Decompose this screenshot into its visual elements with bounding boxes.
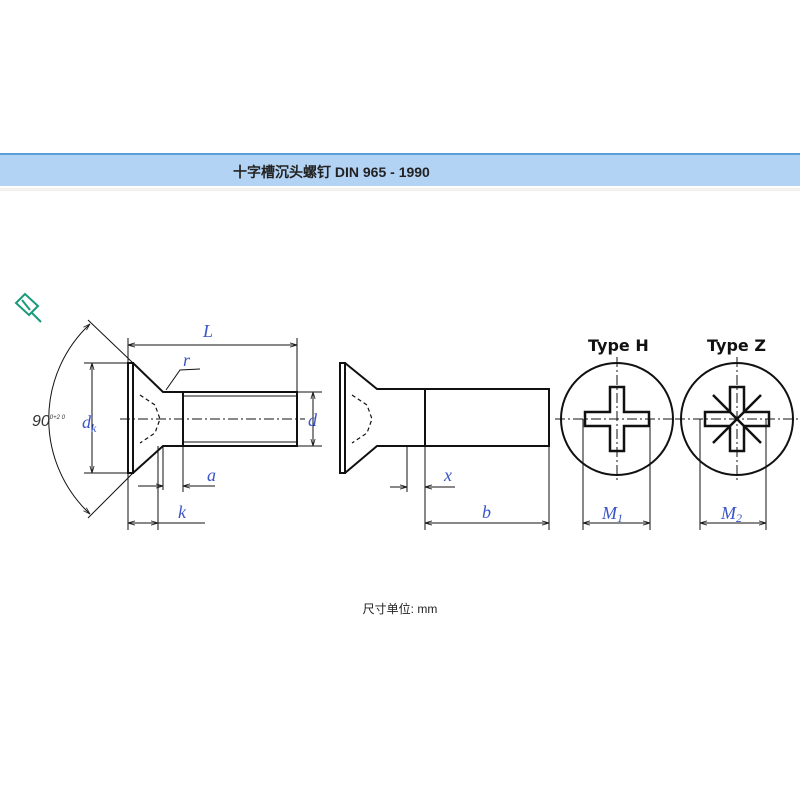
label-dk: dk [82,412,97,435]
divider [0,188,800,191]
title-bar: 十字槽沉头螺钉 DIN 965 - 1990 [0,153,800,186]
type-h-label: Type H [588,336,649,355]
label-L: L [202,321,213,341]
label-M2: M2 [720,503,742,525]
label-angle: 900+2 0 [32,413,66,430]
screw-side-view-2 [339,362,550,474]
screw-side-view [127,362,298,474]
page-title: 十字槽沉头螺钉 DIN 965 - 1990 [233,164,430,180]
pin-icon[interactable] [14,292,42,323]
type-h-head-view [555,357,680,530]
label-b: b [482,502,491,522]
label-d: d [308,410,318,430]
label-k: k [178,502,187,522]
label-x: x [443,465,452,485]
unit-note: 尺寸单位: mm [362,602,438,616]
type-z-label: Type Z [707,336,766,355]
label-r: r [183,350,191,370]
label-a: a [207,465,216,485]
label-M1: M1 [601,503,623,525]
type-z-head-view [675,357,800,530]
